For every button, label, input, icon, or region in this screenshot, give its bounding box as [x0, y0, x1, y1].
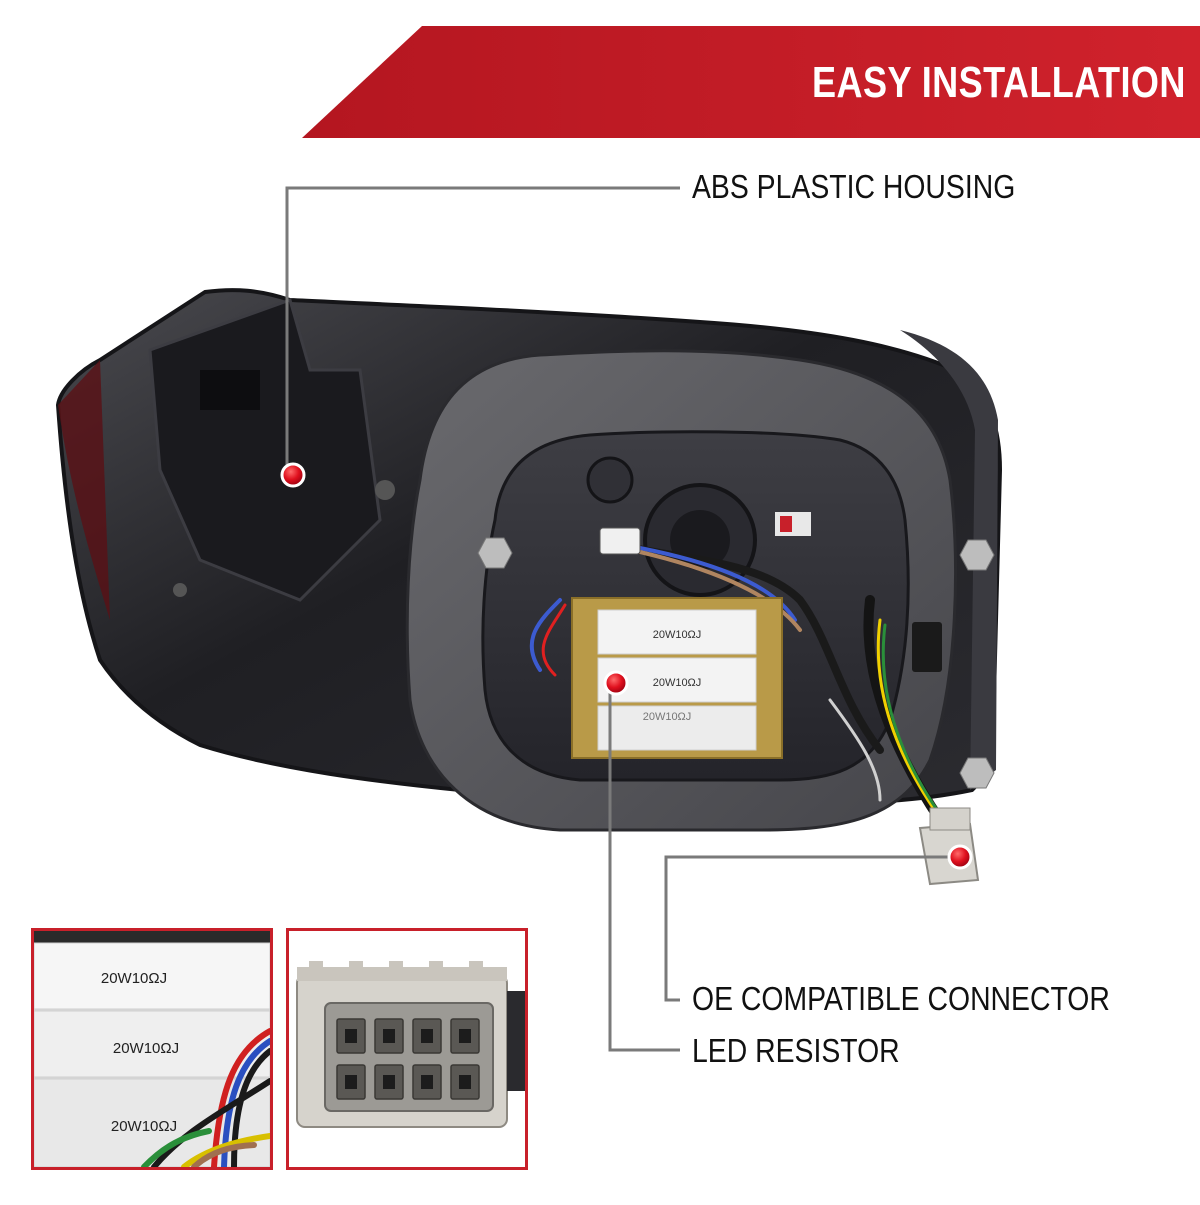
housing-rim [900, 330, 998, 790]
closeup-marking-2: 20W10ΩJ [113, 1040, 179, 1057]
stud-2 [959, 539, 995, 571]
wire-harness [529, 541, 952, 830]
marker-housing [280, 462, 306, 488]
sticker-mark [780, 516, 792, 532]
lens-edge [58, 360, 110, 620]
inset-resistor-closeup: 20W10ΩJ 20W10ΩJ 20W10ΩJ [31, 928, 273, 1170]
marker-resistor [603, 670, 629, 696]
closeup-marking-1: 20W10ΩJ [101, 970, 167, 987]
resistor-marking-2: 20W10ΩJ [653, 677, 702, 689]
bracket-slot [200, 370, 260, 410]
stud-1 [477, 537, 513, 569]
leader-connector [664, 855, 958, 1002]
mount-screw-2 [173, 583, 187, 597]
banner-shape [302, 26, 1200, 138]
resistor-marking-3: 20W10ΩJ [643, 711, 692, 723]
inline-connector [599, 527, 641, 555]
stud-3 [959, 757, 995, 789]
inset-connector-closeup [286, 928, 528, 1170]
connector-closeup-art [289, 931, 525, 1167]
resistor-block-1 [597, 609, 757, 655]
inline-plug [912, 622, 942, 672]
callout-oe-connector: OE COMPATIBLE CONNECTOR [692, 980, 1110, 1017]
callout-led-resistor: LED RESISTOR [692, 1032, 900, 1069]
resistor-marking-1: 20W10ΩJ [653, 629, 702, 641]
closeup-marking-3: 20W10ΩJ [111, 1118, 177, 1135]
marker-connector [947, 844, 973, 870]
banner-title: EASY INSTALLATION [812, 58, 1186, 107]
mount-screw-1 [375, 480, 395, 500]
oe-connector-collar [929, 807, 971, 831]
callout-abs-housing: ABS PLASTIC HOUSING [692, 168, 1016, 205]
vent-cap [586, 456, 634, 504]
resistor-block-3 [597, 705, 757, 751]
resistor-closeup-art: 20W10ΩJ 20W10ΩJ 20W10ΩJ [34, 931, 270, 1167]
